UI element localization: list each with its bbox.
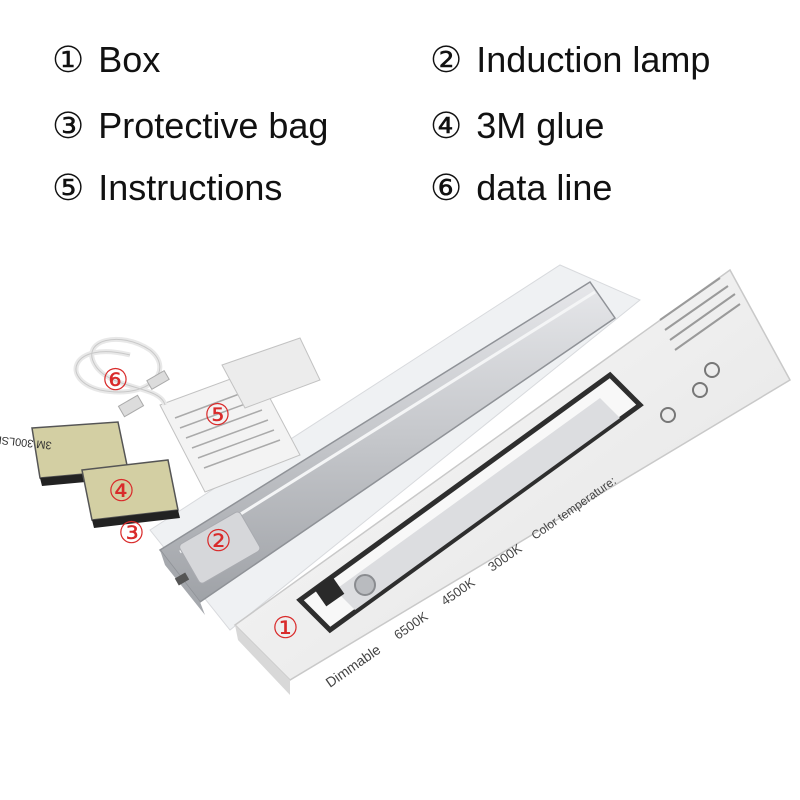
data-line-plug — [117, 394, 145, 418]
box-badge — [704, 362, 720, 378]
instructions-sheet-back — [221, 337, 321, 409]
product-photo: Dimmable 6500K 4500K 3000K Color tempera… — [0, 230, 800, 800]
box-badge — [692, 382, 708, 398]
legend-item-induction-lamp: ② Induction lamp — [430, 40, 710, 80]
instructions-line — [203, 439, 281, 469]
legend-number: ⑥ — [430, 167, 463, 208]
marker-induction-lamp: ② — [205, 525, 232, 558]
box-print-line — [674, 303, 741, 351]
box-badge — [660, 407, 676, 423]
marker-data-line: ⑥ — [102, 364, 129, 397]
marker-protective-bag: ③ — [118, 517, 145, 550]
box-window-inner — [335, 398, 620, 610]
legend-label: data line — [476, 167, 613, 208]
legend-number: ③ — [52, 105, 85, 146]
legend-number: ④ — [430, 105, 463, 146]
legend-label: Box — [98, 39, 161, 80]
marker-3m-glue: ④ — [108, 475, 135, 508]
instructions-line — [185, 409, 263, 439]
marker-box: ① — [272, 612, 299, 645]
box-logo-block — [313, 575, 345, 607]
legend-number: ② — [430, 39, 463, 80]
box-side — [235, 625, 290, 695]
induction-lamp — [158, 280, 617, 604]
box-sensor — [354, 574, 376, 596]
legend-item-3m-glue: ④ 3M glue — [430, 106, 604, 146]
legend-label: Instructions — [98, 167, 283, 208]
legend: ① Box ② Induction lamp ③ Protective bag ④ 3M… — [0, 0, 800, 230]
legend-label: Induction lamp — [476, 39, 711, 80]
lamp-usb-port — [174, 572, 190, 586]
legend-number: ① — [52, 39, 85, 80]
box-print-line — [659, 277, 721, 321]
instructions-line — [197, 429, 275, 459]
legend-item-data-line: ⑥ data line — [430, 168, 612, 208]
glue-pad-backing — [92, 510, 180, 528]
product-illustration: Dimmable 6500K 4500K 3000K Color tempera… — [0, 264, 792, 695]
legend-label: 3M glue — [476, 105, 605, 146]
legend-item-instructions: ⑤ Instructions — [52, 168, 282, 208]
legend-item-protective-bag: ③ Protective bag — [52, 106, 328, 146]
legend-item-box: ① Box — [52, 40, 160, 80]
legend-number: ⑤ — [52, 167, 85, 208]
box-print-line — [664, 285, 729, 331]
data-line-plug — [146, 369, 170, 391]
data-line-outline — [75, 338, 166, 406]
instructions-line — [191, 419, 269, 449]
legend-label: Protective bag — [98, 105, 329, 146]
lamp-highlight — [179, 290, 596, 554]
marker-instructions: ⑤ — [204, 399, 231, 432]
lamp-sensor-window — [179, 511, 261, 584]
box-print-line — [669, 293, 736, 341]
